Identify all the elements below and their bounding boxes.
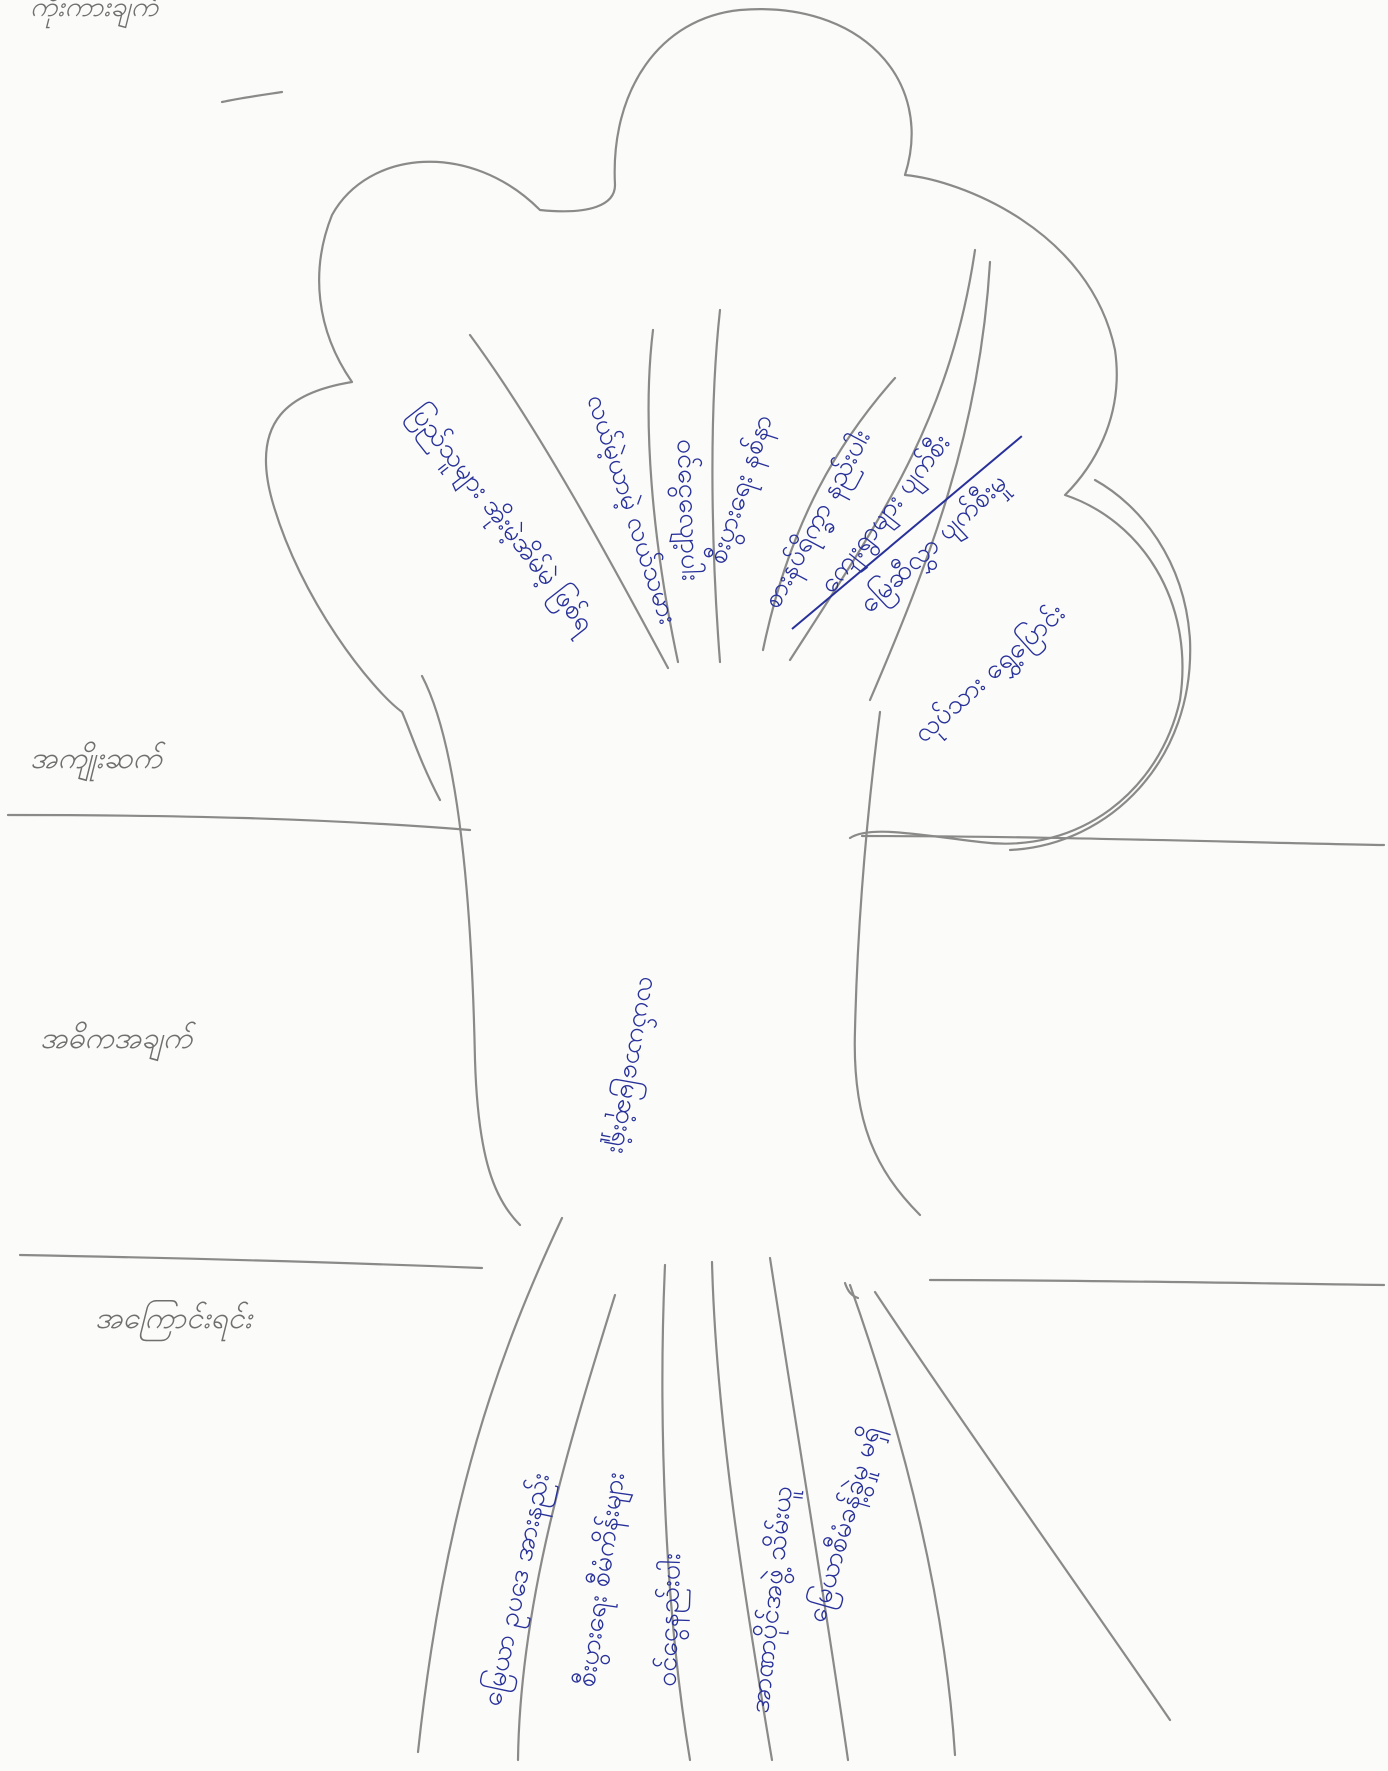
divider-bottom-right [930,1280,1384,1285]
divider-top-right [862,836,1384,845]
trunk-right-edge [855,712,920,1215]
root-line [875,1292,1170,1720]
problem-section-label: အဓိကအချက် [40,1018,192,1063]
divider-top-left [8,815,470,830]
cause-item: ဝင်ငွေနည်းပါး [650,1553,695,1688]
canopy-bump [1010,480,1190,850]
effect-item: ဝင်ငွေလျော့ပါး [664,438,709,581]
divider-bottom-left [20,1255,482,1268]
pencil-mark [222,92,282,102]
page-heading: ကိုးကားချက် [30,0,158,30]
cause-section-label: အကြောင်းရင်း [95,1298,252,1343]
branch-line [712,310,720,662]
trunk-left-edge [422,676,520,1225]
result-section-label: အကျိုးဆက် [30,738,162,783]
